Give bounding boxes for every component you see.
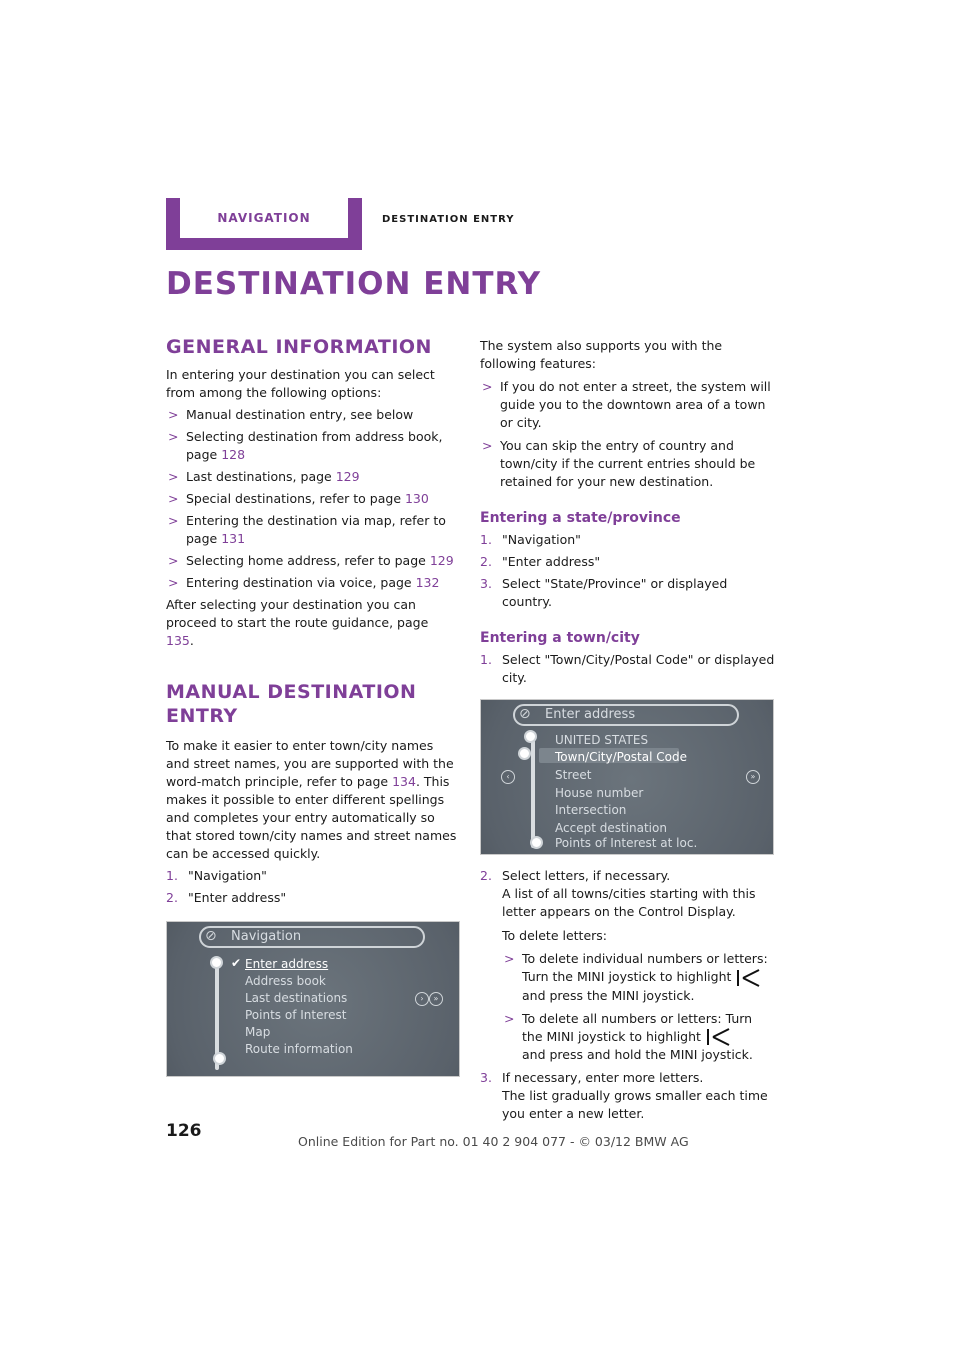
page-link[interactable]: 129 — [335, 469, 360, 484]
page-link[interactable]: 135 — [166, 633, 190, 648]
list-item: >Manual destination entry, see below — [168, 407, 414, 422]
left-column: General information In entering your des… — [166, 335, 460, 1077]
list-item: >Selecting home address, refer to page 1… — [168, 553, 454, 568]
title-bar — [199, 926, 425, 948]
title-bar — [513, 704, 739, 726]
list-item: >Special destinations, refer to page 130 — [168, 491, 429, 506]
step-item: 1.Select "Town/City/Postal Code" or disp… — [480, 652, 775, 685]
list-item: >To delete all numbers or letters: Turn … — [504, 1010, 753, 1063]
selector-dot — [518, 747, 531, 760]
menu-item[interactable]: Last destinations — [245, 991, 348, 1005]
features-list: >If you do not enter a street, the syste… — [480, 378, 776, 491]
menu-item[interactable]: House number — [555, 786, 644, 800]
highlight-bar — [539, 748, 679, 763]
menu-item[interactable]: Address book — [245, 974, 326, 988]
menu-item[interactable]: Map — [245, 1025, 271, 1039]
step-item: 3. If necessary, enter more letters. The… — [480, 1070, 768, 1121]
list-item: >If you do not enter a street, the syste… — [482, 379, 771, 430]
enter-address-screen: ⊘ Enter address UNITED STATES Town/City/… — [480, 699, 774, 855]
step-item: 1."Navigation" — [166, 868, 267, 883]
list-item: >You can skip the entry of country and t… — [482, 438, 756, 489]
compass-icon: ⊘ — [205, 928, 217, 944]
page-link[interactable]: 132 — [415, 575, 440, 590]
step-item: 2."Enter address" — [166, 890, 287, 905]
menu-item[interactable]: Points of Interest — [245, 1008, 347, 1022]
step-item: 1."Navigation" — [480, 532, 581, 547]
list-item: >Entering destination via voice, page 13… — [168, 575, 440, 590]
manual-heading: Manual destination entry — [166, 681, 417, 727]
backspace-icon — [706, 1028, 730, 1046]
check-icon: ✔ — [231, 956, 242, 970]
state-heading: Entering a state/province — [480, 510, 681, 526]
manual-steps: 1."Navigation" 2."Enter address" — [166, 867, 460, 907]
manual-text: To make it easier to enter town/city nam… — [166, 738, 457, 861]
town-heading: Entering a town/city — [480, 630, 640, 646]
menu-item-active[interactable]: Enter address — [245, 957, 329, 971]
step-item: 2."Enter address" — [480, 554, 601, 569]
backspace-icon — [737, 968, 760, 987]
header-tab: Navigation — [166, 198, 362, 250]
menu-item-active[interactable]: Town/City/Postal Code — [555, 750, 687, 764]
features-intro: The system also supports you with the fo… — [480, 338, 723, 371]
tab-inner: Navigation — [180, 198, 348, 238]
step-item: 3.Select "State/Province" or displayed c… — [480, 576, 728, 609]
page-link[interactable]: 134 — [392, 774, 416, 789]
footer-text: Online Edition for Part no. 01 40 2 904 … — [298, 1134, 689, 1149]
tab-label: Navigation — [217, 211, 311, 225]
list-item: >To delete individual numbers or letters… — [504, 951, 768, 1003]
page-number: 126 — [166, 1121, 202, 1141]
arrow-right-icon: » — [746, 770, 760, 784]
general-intro: In entering your destination you can sel… — [166, 367, 435, 400]
general-heading: General information — [166, 336, 432, 358]
menu-item[interactable]: Points of Interest at loc. — [555, 836, 698, 850]
menu-item[interactable]: Street — [555, 768, 592, 782]
page-link[interactable]: 131 — [221, 531, 246, 546]
arrow-right-icon: › — [415, 992, 429, 1006]
menu-item[interactable]: UNITED STATES — [555, 733, 649, 747]
page-link[interactable]: 128 — [221, 447, 246, 462]
menu-item[interactable]: Route information — [245, 1042, 353, 1056]
page-link[interactable]: 130 — [404, 491, 429, 506]
screen-title: Navigation — [231, 929, 302, 944]
selector-dot — [213, 1052, 226, 1065]
navigation-screen: ⊘ Navigation ✔ Enter address Address boo… — [166, 921, 460, 1077]
menu-item[interactable]: Accept destination — [555, 821, 667, 835]
menu-item[interactable]: Intersection — [555, 803, 627, 817]
page-title: Destination entry — [166, 266, 542, 302]
options-list: >Manual destination entry, see below >Sel… — [166, 406, 460, 592]
list-item: >Selecting destination from address book… — [168, 429, 443, 462]
selector-dot — [530, 836, 543, 849]
state-steps: 1."Navigation" 2."Enter address" 3.Selec… — [480, 531, 776, 611]
right-column: The system also supports you with the fo… — [480, 337, 776, 1123]
step-item: 2. Select letters, if necessary. A list … — [480, 867, 776, 1064]
arrow-right-icon: » — [429, 992, 443, 1006]
arrow-left-icon: ‹ — [501, 770, 515, 784]
after-text: After selecting your destination you can… — [166, 597, 429, 648]
page-link[interactable]: 129 — [429, 553, 454, 568]
list-item: >Entering the destination via map, refer… — [168, 513, 446, 546]
screen-title: Enter address — [545, 707, 636, 722]
section-label: Destination entry — [382, 214, 515, 225]
list-item: >Last destinations, page 129 — [168, 469, 360, 484]
compass-icon: ⊘ — [519, 706, 531, 722]
selector-dot — [524, 730, 537, 743]
selector-dot — [210, 956, 223, 969]
